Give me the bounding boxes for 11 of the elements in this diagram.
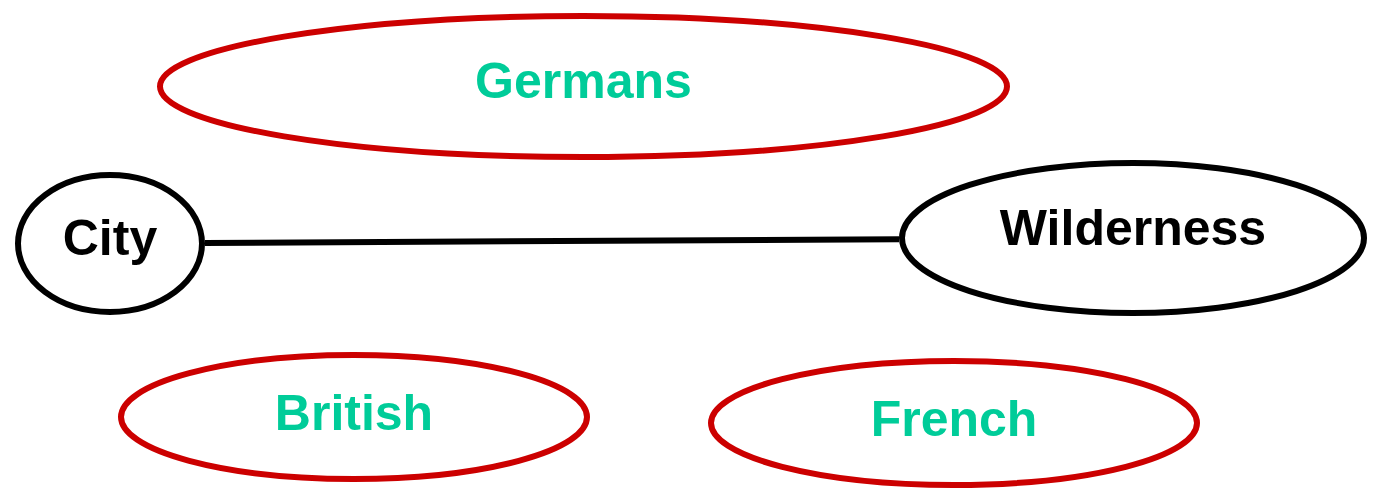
oval-node	[899, 160, 1367, 316]
node-label: Germans	[475, 51, 692, 110]
oval-node	[708, 358, 1200, 488]
connector-line	[205, 236, 900, 246]
node-label: French	[870, 390, 1038, 448]
oval-node	[157, 13, 1010, 160]
oval-node	[118, 352, 590, 482]
node-label: City	[62, 208, 158, 267]
node-label: British	[274, 384, 434, 442]
oval-node	[15, 172, 205, 315]
node-label: Wilderness	[999, 199, 1267, 257]
